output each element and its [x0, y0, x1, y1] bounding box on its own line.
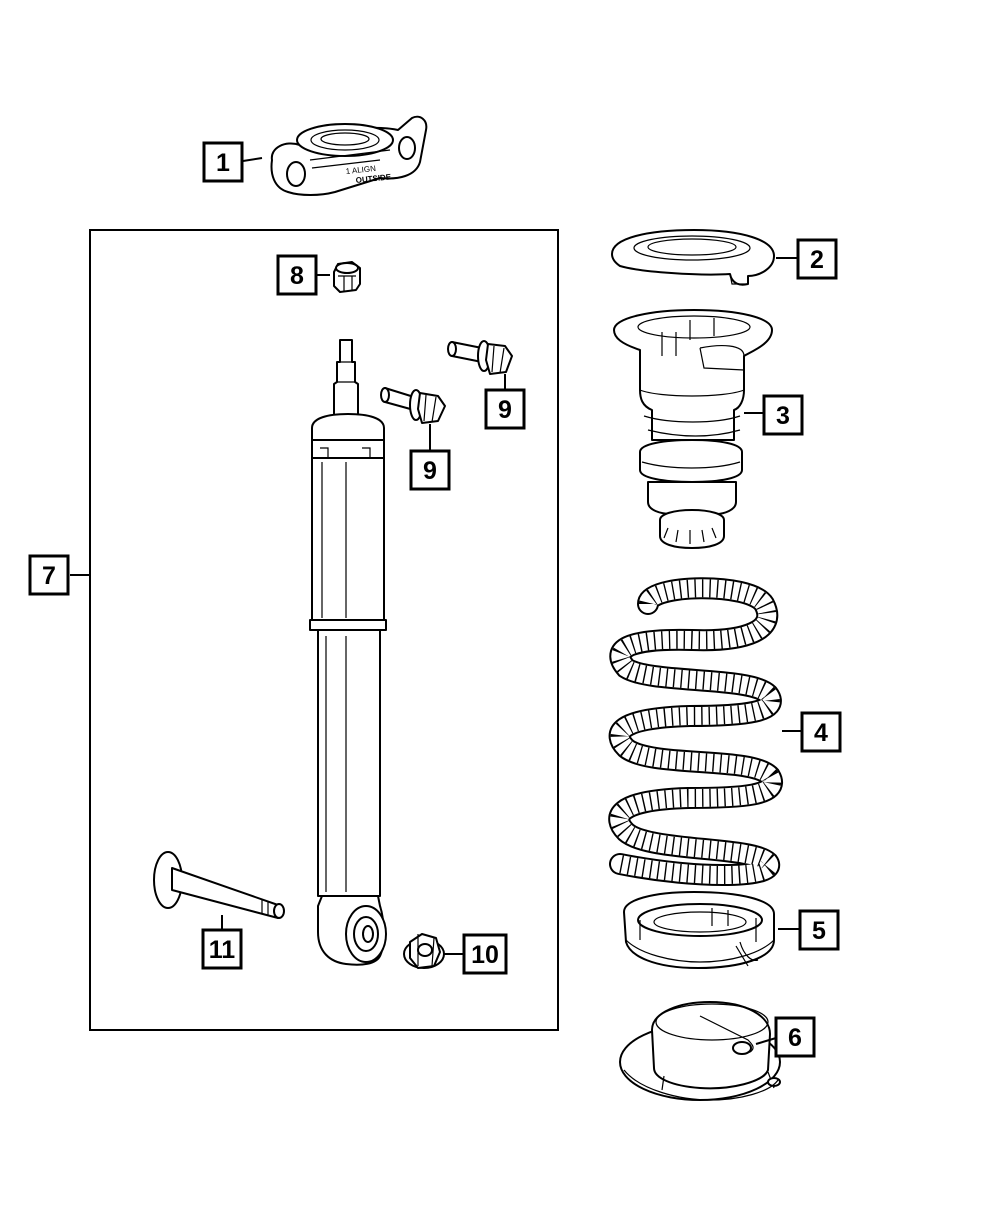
part-3-jounce-bumper: [613, 309, 773, 549]
callout-9-lower-label: 9: [423, 457, 437, 485]
mount-marking-outside: OUTSIDE: [355, 172, 392, 185]
callout-7-label: 7: [42, 562, 56, 590]
callout-11-label: 11: [209, 936, 236, 964]
callout-9-upper: 9: [484, 374, 526, 430]
callout-5: 5: [778, 909, 840, 951]
callout-8-label: 8: [290, 262, 304, 290]
part-10-flange-nut: [403, 933, 445, 969]
callout-4-label: 4: [814, 719, 828, 747]
part-8-nut: [333, 261, 361, 293]
callout-10: 10: [444, 933, 508, 975]
callout-7: 7: [28, 554, 90, 596]
callout-1: 1: [202, 141, 263, 183]
callout-10-label: 10: [471, 941, 499, 969]
part-9-bolt-upper: [447, 340, 513, 375]
callout-4: 4: [782, 711, 842, 753]
shock-absorber: [309, 339, 387, 966]
callout-9-upper-label: 9: [498, 396, 512, 424]
callout-6: 6: [755, 1016, 816, 1058]
callout-2-label: 2: [810, 246, 824, 274]
callout-9-lower: 9: [409, 424, 451, 491]
mount-marking-align: 1 ALIGN: [345, 164, 376, 176]
callout-2: 2: [776, 238, 838, 280]
callout-1-label: 1: [216, 149, 230, 177]
callout-5-label: 5: [812, 917, 826, 945]
callout-3: 3: [744, 394, 804, 436]
callout-6-label: 6: [788, 1024, 802, 1052]
part-11-long-bolt: [153, 851, 285, 919]
part-4-coil-spring: [608, 577, 783, 886]
part-5-lower-isolator: [623, 891, 775, 969]
part-9-bolt-lower: [380, 387, 446, 424]
callout-3-label: 3: [776, 402, 790, 430]
part-2-upper-isolator: [611, 229, 775, 286]
callout-8: 8: [276, 254, 330, 296]
part-1-upper-mount: 1 ALIGN OUTSIDE: [270, 115, 428, 196]
callout-11: 11: [201, 915, 243, 970]
part-6-lower-spring-seat: [619, 1001, 781, 1101]
shock-assembly-frame: [89, 229, 559, 1031]
